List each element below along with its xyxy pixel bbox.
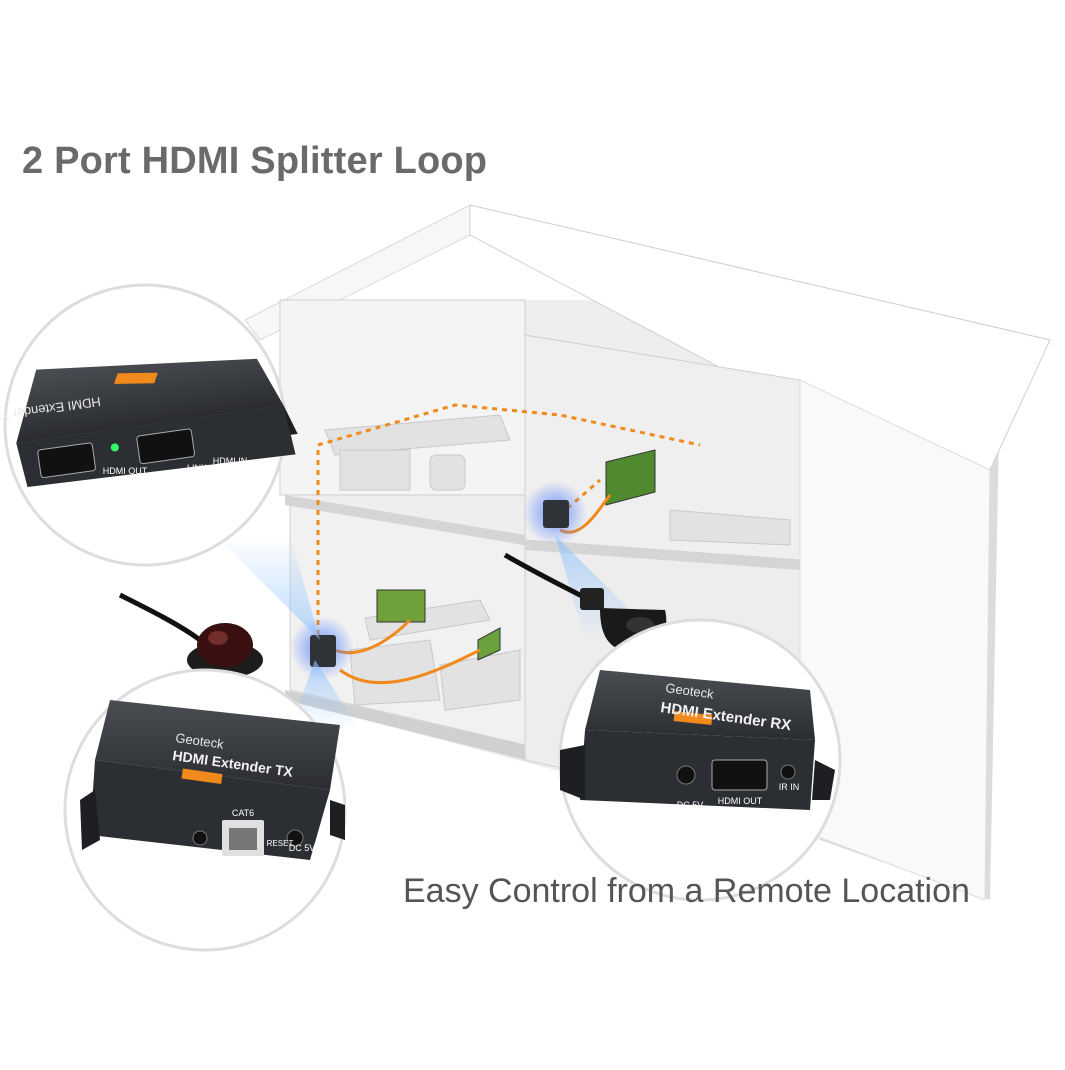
ir-receiver-right	[503, 552, 667, 653]
callout-rx: Geoteck HDMI Extender RX DC 5V HDMI OUT …	[558, 618, 842, 902]
rx-ir-label: IR IN	[779, 782, 800, 792]
callout-tx-top: HDMI Extender TX HDMI OUT LINK HDMI IN	[0, 283, 298, 567]
rx-dc-label: DC 5V	[677, 800, 704, 810]
tx-top-link-label: LINK	[187, 463, 207, 473]
tx-top-hdmi-in-label: HDMI IN	[213, 456, 248, 466]
tv-screens	[376, 449, 656, 661]
tx-bottom-dc-label: DC 5V	[289, 843, 316, 853]
furniture	[324, 414, 791, 711]
headline: 2 Port HDMI Splitter Loop	[22, 140, 488, 182]
tx-bottom-reset-label: RESET	[267, 839, 294, 848]
rx-brand-label: Geoteck	[665, 680, 716, 702]
callout-tx-bottom: Geoteck HDMI Extender TX CAT6 RESET DC 5…	[63, 668, 347, 952]
ir-receiver-left	[118, 592, 263, 678]
tx-bottom-ir-label: IR OUT	[189, 857, 220, 867]
caption: Easy Control from a Remote Location	[403, 872, 970, 910]
tx-top-hdmi-out-label: HDMI OUT	[103, 466, 148, 476]
tx-bottom-brand-label: Geoteck	[175, 730, 226, 752]
cable-routes	[316, 403, 701, 635]
mounted-rx-device	[543, 500, 569, 528]
mounted-tx-device	[310, 635, 336, 667]
rx-hdmi-out-label: HDMI OUT	[718, 796, 763, 806]
tx-bottom-cat6-label: CAT6	[232, 808, 254, 818]
